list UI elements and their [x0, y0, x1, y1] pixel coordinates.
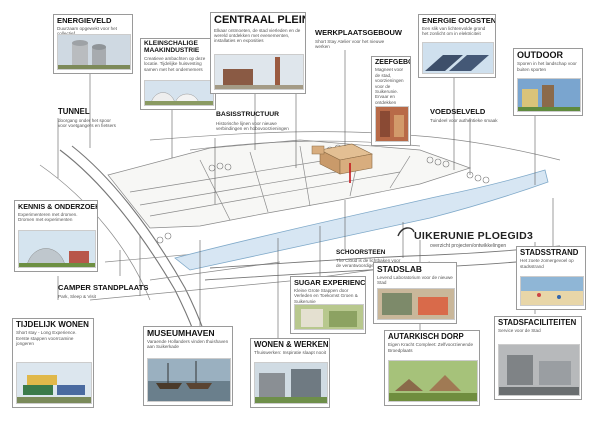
card-energieveld: ENERGIEVELD Duurzaam opgewekt voor het c… — [53, 14, 133, 74]
museumhaven-title: MUSEUMHAVEN — [147, 328, 215, 338]
kleinschalige-desc: Creatieve ambachten op deze locatie. Tij… — [144, 55, 206, 72]
wonen-werken-desc: Thuiswerken: Inspiratie slaapt nooit — [254, 350, 327, 356]
museumhaven-desc: Varaende Hollanders vinden thuishaven aa… — [147, 339, 229, 350]
card-autarkisch: AUTARKISCH DORP Eigen Kracht Compleet: Z… — [384, 330, 480, 406]
werkplaats-building — [311, 145, 325, 155]
zeefgebouw-building — [319, 143, 373, 175]
sugar-photo — [294, 304, 364, 330]
card-museumhaven: MUSEUMHAVEN Varaende Hollanders vinden t… — [143, 326, 233, 406]
autarkisch-title: AUTARKISCH DORP — [388, 332, 464, 341]
chimney-photo — [214, 54, 304, 90]
card-stadslab: STADSLAB Levend Laboratorium voor de nie… — [373, 262, 457, 324]
stadsfaciliteiten-title: STADSFACILITEITEN — [498, 318, 577, 327]
containers-photo — [16, 362, 92, 404]
stadsfaciliteiten-desc: Service voor de Stad — [498, 328, 541, 334]
dome-photo — [18, 230, 96, 268]
wonen-werken-title: WONEN & WERKEN — [254, 340, 329, 349]
beach-photo — [520, 276, 584, 306]
energie-oogsten-desc: Een slik van lichtenvolde grond het zonl… — [422, 25, 486, 37]
solar-panels-photo — [422, 42, 494, 74]
energieveld-title: ENERGIEVELD — [57, 16, 112, 25]
werkplaatsgebouw-title: WERKPLAATSGEBOUW — [315, 28, 402, 37]
stadslab-photo — [377, 288, 455, 320]
autarkisch-desc: Eigen Kracht Compleet: Zelfvoorzienende … — [388, 342, 474, 353]
card-tijdelijk-wonen: TIJDELIJK WONEN Short stay - Long Experi… — [12, 318, 94, 408]
tijdelijk-wonen-desc: Short stay - Long Experience. Eerste sta… — [16, 330, 77, 347]
tunnel-title: TUNNEL — [58, 107, 90, 116]
brand-tagline: overzicht projecten/ontwikkelingen — [430, 243, 507, 249]
village-photo — [388, 360, 478, 402]
camper-desc: Park, Sleep & Visit — [58, 294, 96, 299]
card-stadsfaciliteiten: STADSFACILITEITEN Service voor de Stad — [494, 316, 582, 400]
voedselveld-title: VOEDSELVELD — [430, 107, 486, 116]
card-sugar: SUGAR EXPERIENCE Kleine Grote Stappen do… — [290, 276, 366, 334]
centraal-plein-desc: Elkaar ontmoeten, de stad vierleden en d… — [214, 27, 301, 44]
werkplaatsgebouw-desc: Short Stay Atelier voor het nieuwe werke… — [315, 39, 385, 50]
zeefgebouw-title: ZEEFGEBOUW — [375, 59, 410, 66]
kennis-title: KENNIS & ONDERZOEK — [18, 202, 98, 211]
silo-photo — [57, 34, 131, 70]
card-energie-oogsten: ENERGIE OOGSTEN Een slik van lichtenvold… — [418, 14, 496, 78]
energie-oogsten-title: ENERGIE OOGSTEN — [422, 16, 496, 25]
card-centraal-plein: CENTRAAL PLEIN Elkaar ontmoeten, de stad… — [210, 12, 306, 94]
facilities-photo — [498, 344, 580, 396]
outdoor-photo — [517, 78, 581, 112]
zeefgebouw-photo — [375, 106, 409, 142]
card-kennis: KENNIS & ONDERZOEK Experimenteren met dr… — [14, 200, 98, 272]
basisstructuur-desc: Historische lijnen voor nieuwe verbindin… — [216, 121, 289, 132]
card-kleinschalige: KLEINSCHALIGE MAAKINDUSTRIE Creatieve am… — [140, 38, 216, 110]
housing-photo — [254, 362, 328, 404]
zeefgebouw-desc: Magneet voor de stad, voorzieningen voor… — [375, 67, 404, 105]
tunnel-desc: doorgang onder het spoor voor voetganger… — [58, 118, 116, 129]
card-outdoor: OUTDOOR Sporen in het landschap voor bui… — [513, 48, 583, 116]
basisstructuur-title: BASISSTRUCTUUR — [216, 111, 280, 118]
kleinschalige-title: KLEINSCHALIGE MAAKINDUSTRIE — [144, 40, 200, 54]
camper-title: CAMPER STANDPLAATS — [58, 283, 149, 292]
energieveld-desc: Duurzaam opgewekt voor het collectief — [57, 25, 118, 37]
outdoor-desc: Sporen in het landschap voor buiten spor… — [517, 61, 577, 72]
centraal-plein-title: CENTRAAL PLEIN — [214, 14, 306, 26]
harbour-photo — [147, 358, 231, 402]
canal — [174, 169, 549, 271]
tijdelijk-wonen-title: TIJDELIJK WONEN — [16, 320, 89, 329]
workshop-photo — [144, 80, 214, 106]
sugar-title: SUGAR EXPERIENCE — [294, 278, 366, 287]
brand-name: UIKERUNIE PLOEGID3 — [414, 230, 534, 242]
card-wonen-werken: WONEN & WERKEN Thuiswerken: Inspiratie s… — [250, 338, 330, 408]
schoorsteen-desc: The Cloud is de lichtbaken voor de veran… — [336, 258, 401, 269]
stadslab-title: STADSLAB — [377, 264, 422, 274]
schoorsteen-title: SCHOORSTEEN — [336, 249, 386, 256]
kennis-desc: Experimenteren met dromen. Dromen met ex… — [18, 211, 78, 222]
stadsstrand-title: STADSSTRAND — [520, 248, 579, 257]
outdoor-title: OUTDOOR — [517, 50, 563, 60]
sugar-desc: Kleine Grote Stappen door Verleden en To… — [294, 287, 358, 304]
stadsstrand-desc: Het zoete zomergevoel op stadsstrand — [520, 258, 574, 269]
voedselveld-desc: Tuindeel voor authentieke smaak — [430, 118, 498, 123]
card-zeefgebouw: ZEEFGEBOUW Magneet voor de stad, voorzie… — [371, 56, 411, 146]
card-stadsstrand: STADSSTRAND Het zoete zomergevoel op sta… — [516, 246, 586, 310]
stadslab-desc: Levend Laboratorium voor de nieuwe Stad — [377, 274, 453, 286]
